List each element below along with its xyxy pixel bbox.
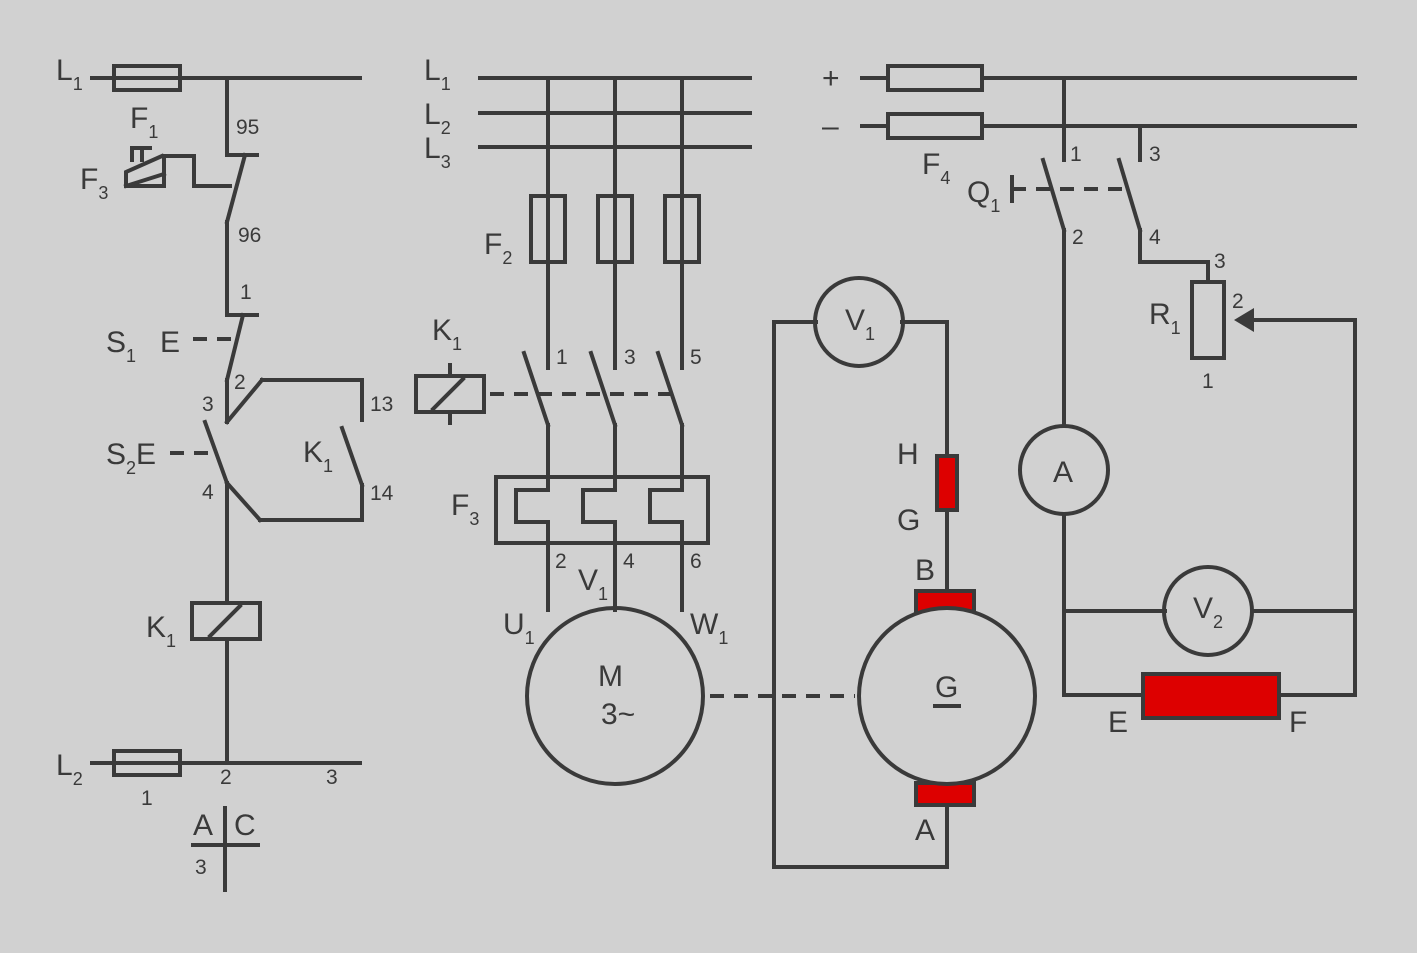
r-terminal-1: 1 xyxy=(1202,370,1214,393)
label-f1: F1 xyxy=(130,102,158,142)
r-terminal-2: 2 xyxy=(1232,290,1244,313)
label-r1: R1 xyxy=(1149,298,1181,338)
fuse-l1 xyxy=(112,64,182,92)
generator-label-g: G xyxy=(935,671,958,704)
label-f3: F3 xyxy=(451,489,479,529)
footer-1: 1 xyxy=(141,787,153,810)
label-k1-coil: K1 xyxy=(146,611,176,651)
switch-q1-pole2 xyxy=(1116,157,1143,233)
terminal-13: 13 xyxy=(370,393,393,416)
fuse-f4-plus xyxy=(886,64,984,92)
terminal-1: 1 xyxy=(556,346,568,369)
thermal-overload-f3 xyxy=(494,475,710,545)
terminal-6: 6 xyxy=(690,550,702,573)
terminal-96: 96 xyxy=(238,224,261,247)
label-g-term: G xyxy=(897,504,920,537)
main-contact-3 xyxy=(588,350,618,428)
motor-label-m: M xyxy=(598,660,623,693)
label-s1: S1 xyxy=(106,326,136,366)
voltmeter-v1 xyxy=(813,276,905,368)
motor-label-3phase: 3~ xyxy=(601,698,635,731)
label-k1: K1 xyxy=(432,314,462,354)
q-terminal-3: 3 xyxy=(1149,143,1161,166)
terminal-14: 14 xyxy=(370,482,394,505)
control-circuit: L1 F1 F3 95 96 1 S1 E 2 3 13 S2E K1 4 14… xyxy=(56,54,394,892)
label-l1: L1 xyxy=(56,54,83,94)
label-v1: V1 xyxy=(578,564,608,604)
label-l3: L3 xyxy=(424,132,451,172)
fuse-l2 xyxy=(112,749,182,777)
label-v2: V2 xyxy=(1193,592,1223,632)
shunt-field-ef xyxy=(1141,672,1281,720)
main-contact-1 xyxy=(521,350,551,428)
label-f2: F2 xyxy=(484,228,512,268)
terminal-95: 95 xyxy=(236,116,259,139)
stop-switch-s1 xyxy=(224,312,246,383)
label-w1: W1 xyxy=(690,608,728,648)
label-q1: Q1 xyxy=(967,176,1000,216)
label-a: A xyxy=(915,814,935,847)
label-u1: U1 xyxy=(503,608,535,648)
thermal-relay-f3 xyxy=(124,154,232,188)
motor-circuit: L1 L2 L3 F2 K1 1 3 5 F3 2 4 6 U1 V1 W1 M… xyxy=(414,54,855,786)
label-s2: S2E xyxy=(106,438,156,478)
rheostat-r1 xyxy=(1190,280,1226,360)
ammeter-label: A xyxy=(1053,456,1073,489)
brush-a xyxy=(914,781,976,807)
label-c3: 3 xyxy=(195,856,207,879)
fuse-f4-minus xyxy=(886,112,984,140)
r-terminal-3: 3 xyxy=(1214,250,1226,273)
label-l2: L2 xyxy=(56,749,83,789)
label-v1: V1 xyxy=(845,304,875,344)
label-e1: E xyxy=(160,326,180,359)
start-switch-s2 xyxy=(202,419,230,486)
rheostat-wiper xyxy=(1234,308,1254,332)
terminal-1: 1 xyxy=(240,281,252,304)
holding-contact-k1 xyxy=(339,425,365,488)
series-field-hg xyxy=(935,454,959,512)
dc-supply-circuit: + – F4 Q1 1 2 3 4 R1 3 2 1 A V2 E F xyxy=(822,62,1357,739)
label-f: F xyxy=(1289,706,1307,739)
q-terminal-2: 2 xyxy=(1072,226,1084,249)
label-e: E xyxy=(1108,706,1128,739)
label-l1: L1 xyxy=(424,54,451,94)
q-terminal-4: 4 xyxy=(1149,226,1161,249)
generator-circuit: V1 H G B A G xyxy=(772,276,1037,869)
switch-q1-pole1 xyxy=(1040,157,1067,233)
motor-m xyxy=(525,606,705,786)
overload-contact-95-96 xyxy=(224,152,248,225)
label-k1-contact: K1 xyxy=(303,436,333,476)
label-b: B xyxy=(915,554,935,587)
label-c: C xyxy=(234,809,256,842)
label-a: A xyxy=(193,809,213,842)
label-l2: L2 xyxy=(424,98,451,138)
footer-3: 3 xyxy=(326,766,338,789)
terminal-4: 4 xyxy=(202,481,214,504)
main-contact-5 xyxy=(655,350,685,428)
terminal-2: 2 xyxy=(234,371,246,394)
q-terminal-1: 1 xyxy=(1070,143,1082,166)
terminal-3: 3 xyxy=(624,346,636,369)
voltmeter-v2 xyxy=(1162,565,1254,657)
label-minus: – xyxy=(822,110,839,143)
terminal-2: 2 xyxy=(555,550,567,573)
label-plus: + xyxy=(822,62,840,95)
generator-g xyxy=(857,606,1037,786)
terminal-4: 4 xyxy=(623,550,635,573)
label-f3: F3 xyxy=(80,163,108,203)
footer-2: 2 xyxy=(220,766,232,789)
label-h: H xyxy=(897,438,919,471)
label-f4: F4 xyxy=(922,148,950,188)
terminal-3: 3 xyxy=(202,393,214,416)
terminal-5: 5 xyxy=(690,346,702,369)
